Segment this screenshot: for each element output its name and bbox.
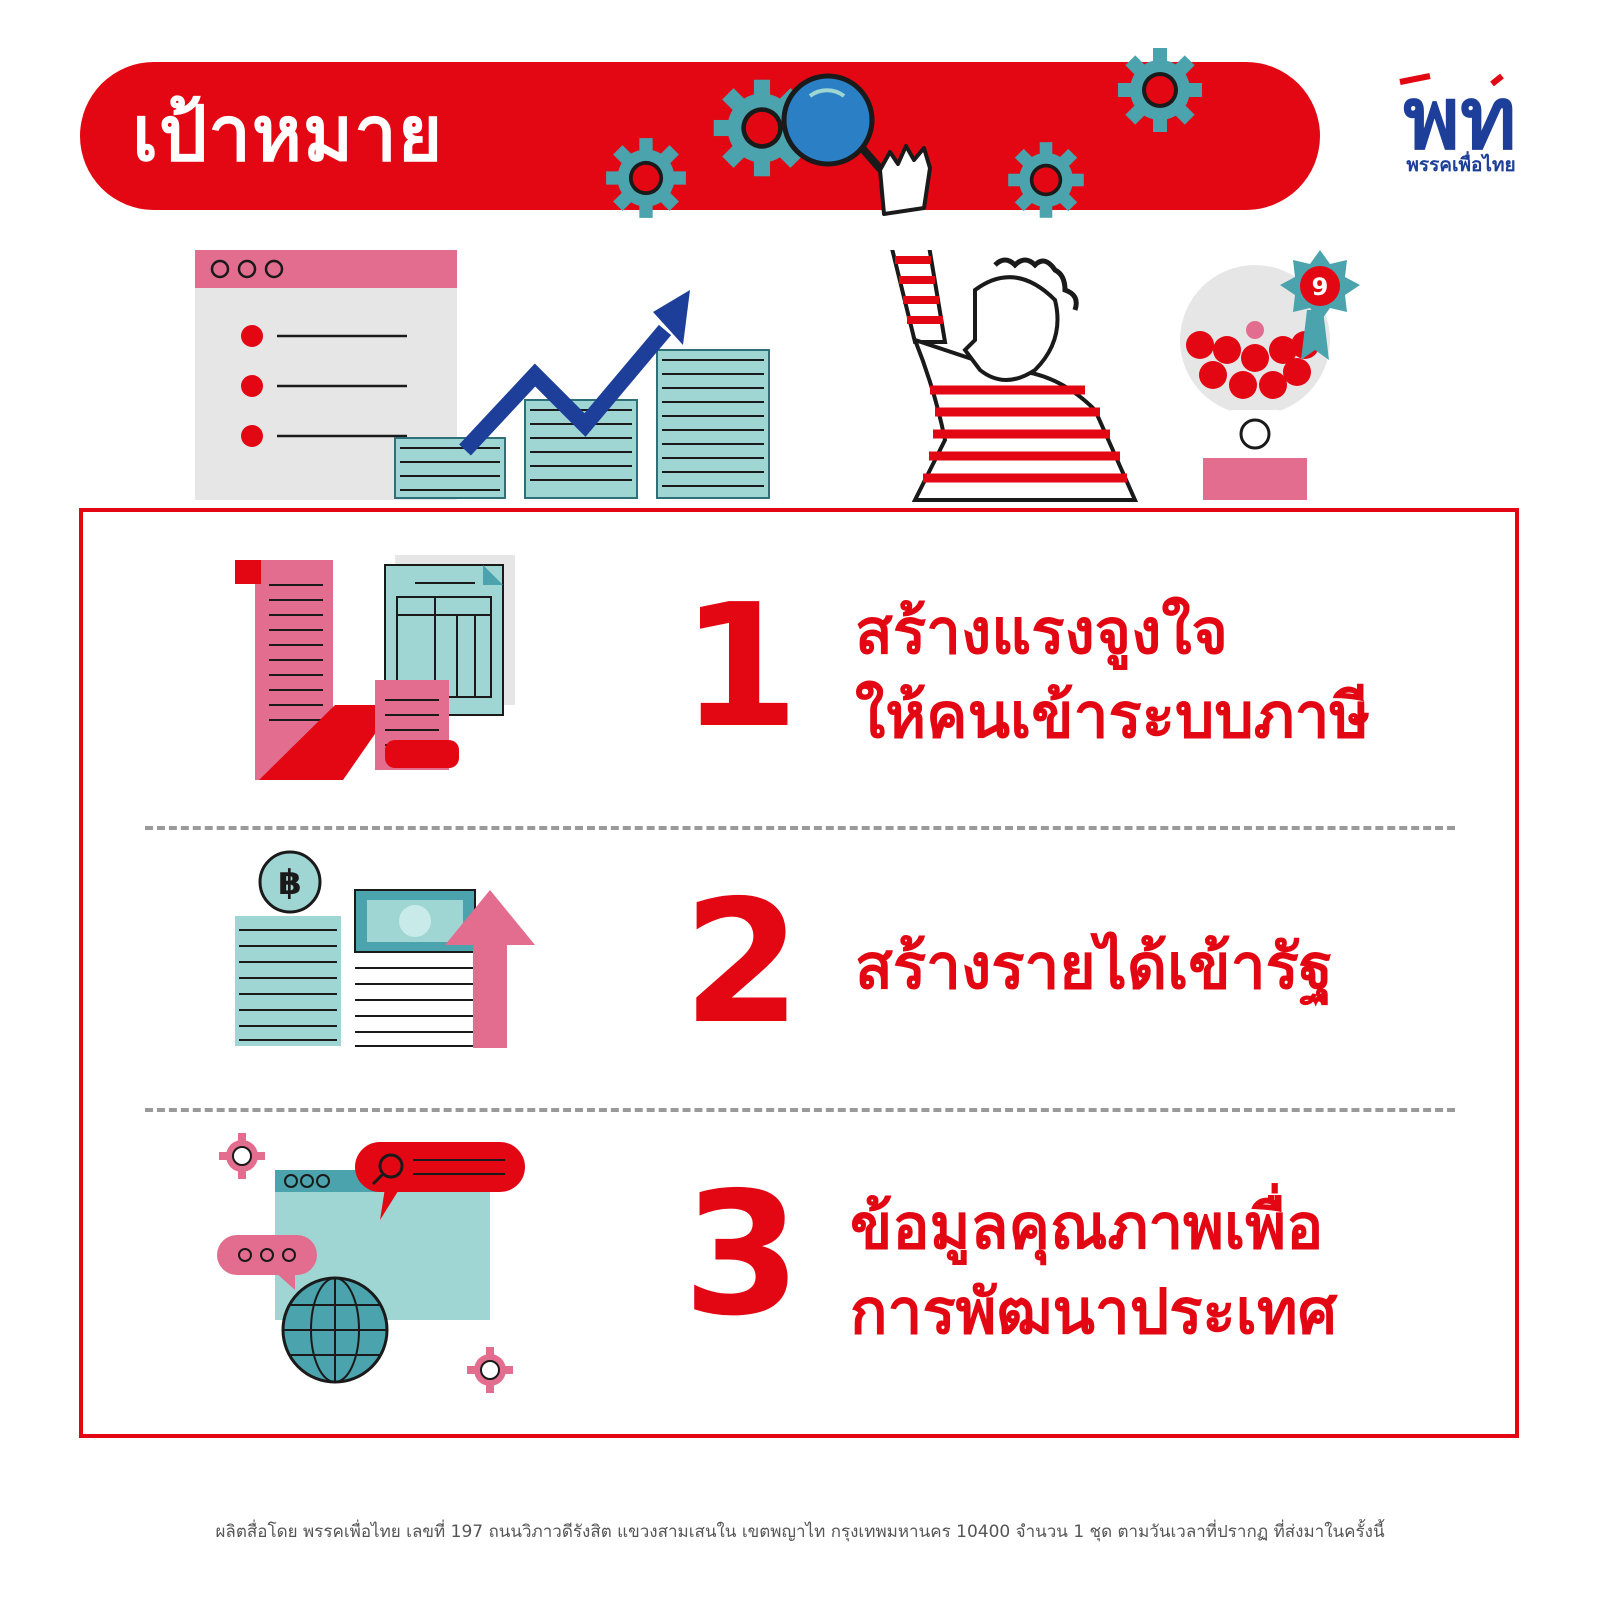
- goal-text-1-line-1: สร้างแรงจูงใจ: [855, 595, 1228, 668]
- data-globe-icon: [217, 1133, 525, 1393]
- gumball-machine-icon: 9: [1180, 250, 1360, 500]
- goal-text-1-line-2: ให้คนเข้าระบบภาษี: [855, 679, 1371, 752]
- party-logo: พท: [1399, 70, 1517, 169]
- trend-arrow-icon: [459, 324, 672, 456]
- goal-number-1: 1: [680, 568, 800, 766]
- logo-name: พรรคเพื่อไทย: [1406, 154, 1516, 176]
- gear-icon: [219, 1133, 265, 1179]
- goal-number-2: 2: [682, 864, 802, 1062]
- divider: [145, 826, 1455, 830]
- divider: [145, 1108, 1455, 1112]
- person-striped-shirt-icon: [890, 250, 1139, 502]
- gears-illustration: [606, 48, 1202, 218]
- header-banner: [80, 62, 1320, 210]
- gear-icon: [467, 1347, 513, 1393]
- footer-disclaimer: ผลิตสื่อโดย พรรคเพื่อไทย เลขที่ 197 ถนนว…: [215, 1522, 1385, 1542]
- goal-number-3: 3: [682, 1156, 802, 1354]
- search-bubble-icon: [355, 1142, 525, 1220]
- chat-bubble-icon: [217, 1235, 317, 1290]
- gear-icon: [1008, 142, 1084, 218]
- badge-number: 9: [1312, 273, 1329, 301]
- globe-icon: [281, 1276, 389, 1384]
- magnifier-icon: [781, 73, 894, 184]
- gear-icon: [606, 138, 686, 218]
- badge-icon: 9: [1280, 250, 1360, 360]
- browser-list-icon: [195, 250, 457, 500]
- revenue-growth-icon: ฿: [235, 850, 535, 1048]
- page-title: เป้าหมาย: [132, 89, 444, 178]
- tax-documents-icon: [235, 555, 515, 780]
- hand-icon: [878, 144, 932, 216]
- svg-text:฿: ฿: [278, 863, 302, 903]
- goal-text-2-line-1: สร้างรายได้เข้ารัฐ: [855, 930, 1334, 1003]
- goal-text-3-line-1: ข้อมูลคุณภาพเพื่อ: [850, 1190, 1324, 1263]
- logo-mark: พท: [1403, 70, 1516, 169]
- goal-text-3-line-2: การพัฒนาประเทศ: [850, 1275, 1338, 1348]
- gear-icon: [1118, 48, 1202, 132]
- hero-illustration: 9: [195, 250, 1360, 502]
